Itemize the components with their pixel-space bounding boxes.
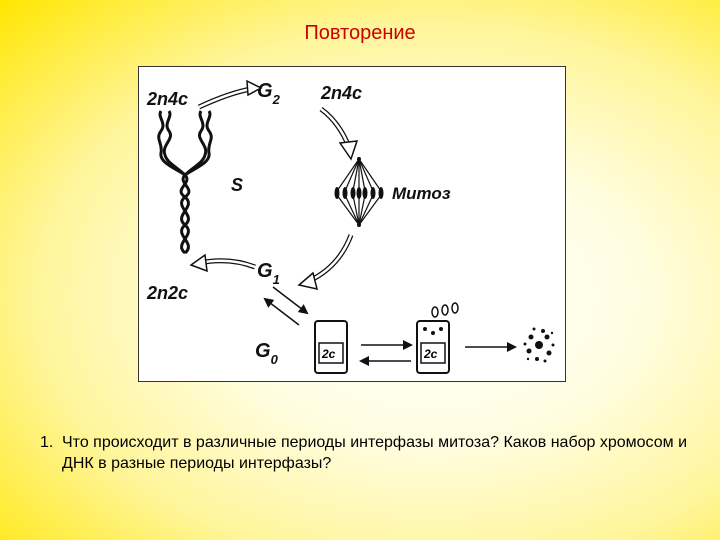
cycle-arrow-to-g1 bbox=[297, 234, 354, 290]
g0-phase-label: G0 bbox=[255, 340, 279, 367]
top-right-ploidy-label: 2n4c bbox=[320, 83, 362, 103]
dna-replication-icon bbox=[157, 110, 213, 255]
cycle-arrow-to-s bbox=[189, 253, 256, 273]
bottom-left-ploidy-label: 2n2c bbox=[146, 283, 188, 303]
g1-g0-transition-arrows bbox=[263, 286, 309, 326]
cell-cycle-diagram: 2n4c G2 2n4c S Митоз G1 2n2c G0 bbox=[138, 66, 566, 382]
g2-phase-label: G2 bbox=[257, 80, 281, 107]
cell-1-dna-label: 2c bbox=[321, 347, 336, 361]
question-text: Что происходит в различные периоды интер… bbox=[62, 434, 688, 472]
g1-phase-label: G1 bbox=[257, 260, 280, 287]
cell-differentiation-arrows bbox=[359, 340, 413, 366]
cycle-arrow-to-mitosis bbox=[319, 106, 359, 161]
slide-title: Повторение bbox=[304, 22, 416, 44]
resting-cell-1: 2c bbox=[314, 320, 348, 374]
cell-2-dna-label: 2c bbox=[423, 347, 438, 361]
cycle-arrow-to-g2 bbox=[197, 79, 263, 110]
resting-cell-2: 2c bbox=[416, 302, 459, 374]
question-number: 1. bbox=[40, 434, 54, 451]
s-phase-label: S bbox=[231, 175, 243, 195]
mitotic-spindle-icon bbox=[334, 157, 384, 227]
question-item: 1. Что происходит в различные периоды ин… bbox=[40, 432, 700, 474]
top-left-ploidy-label: 2n4c bbox=[146, 89, 188, 109]
mitosis-label: Митоз bbox=[392, 184, 451, 203]
fragmented-cell-icon bbox=[523, 327, 555, 363]
